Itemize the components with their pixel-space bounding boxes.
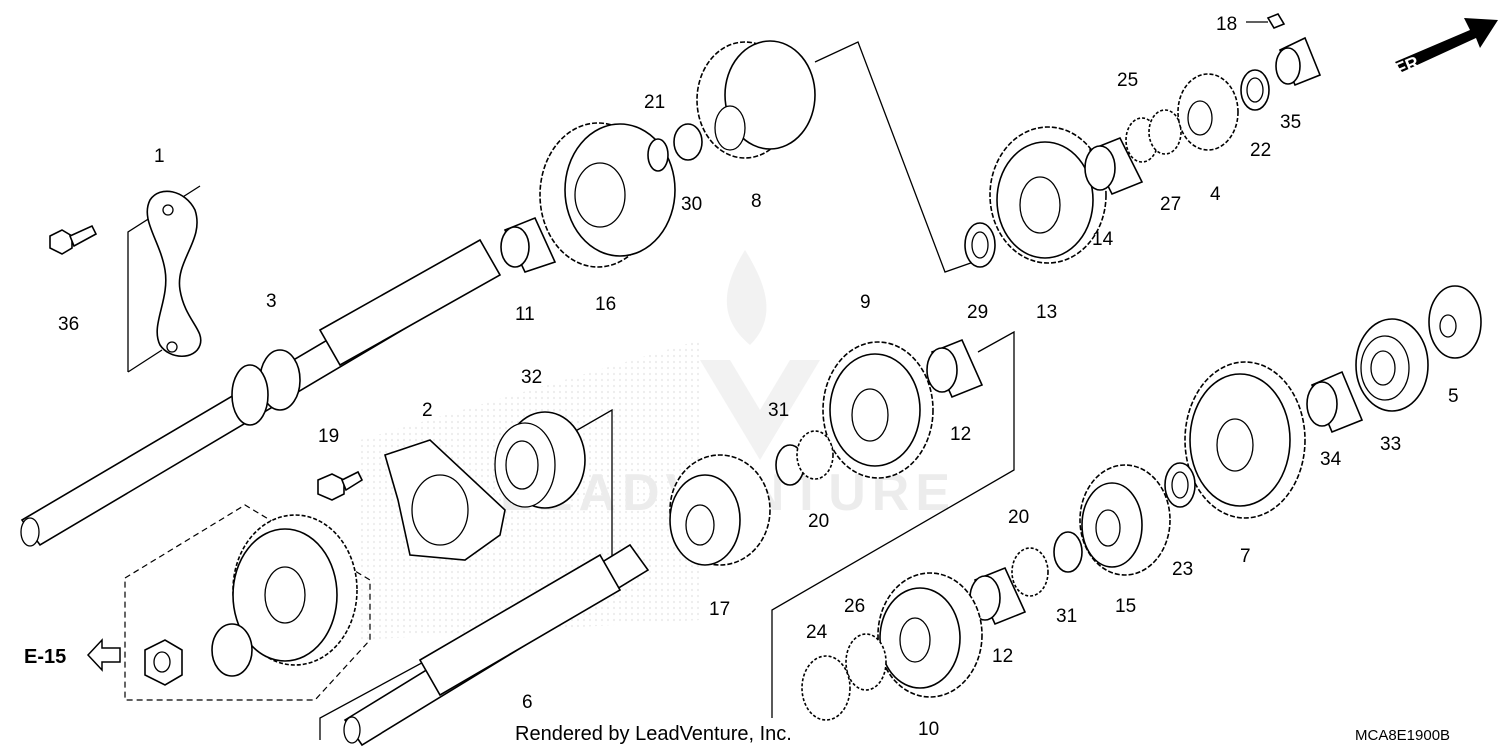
ring-21: [647, 138, 669, 172]
part-label-14: 14: [1092, 229, 1114, 250]
diagram-code: MCA8E1900B: [1355, 727, 1450, 744]
part-label-7: 7: [1240, 546, 1251, 567]
part-label-5: 5: [1448, 386, 1459, 407]
bracket-plate: [146, 190, 202, 358]
part-label-12-lower: 12: [992, 646, 1013, 667]
part-label-17: 17: [709, 599, 730, 620]
part-label-23: 23: [1172, 559, 1193, 580]
washer-20-upper: [796, 430, 834, 480]
part-label-3: 3: [266, 291, 277, 312]
washer-27: [1148, 109, 1182, 155]
needle-bearing-12-upper: [926, 338, 984, 399]
washer-24: [801, 655, 851, 721]
part-label-15: 15: [1115, 596, 1136, 617]
part-label-21: 21: [644, 92, 665, 113]
part-label-12-upper: 12: [950, 424, 971, 445]
washer-20-lower: [1011, 547, 1049, 597]
gear-7: [1184, 361, 1306, 519]
part-label-1: 1: [154, 146, 165, 167]
gear-9: [822, 341, 934, 479]
reference-label: E-15: [24, 646, 66, 668]
gear-17: [669, 454, 771, 566]
washer-22: [1240, 69, 1270, 111]
part-label-19: 19: [318, 426, 339, 447]
reference-arrow-icon: [86, 638, 121, 672]
gear-4: [1177, 73, 1239, 151]
part-label-36: 36: [58, 314, 79, 335]
reference-e15[interactable]: E-15: [24, 638, 121, 672]
part-label-9: 9: [860, 292, 871, 313]
pin-18: [1266, 13, 1286, 29]
washer-30: [673, 123, 703, 161]
front-direction-arrow: FR.: [1392, 18, 1498, 80]
part-label-13: 13: [1036, 302, 1057, 323]
bearing-33: [1355, 318, 1429, 412]
bushing-11: [500, 216, 557, 273]
part-label-20-lower: 20: [1008, 507, 1029, 528]
part-label-24: 24: [806, 622, 828, 643]
part-label-31-lower: 31: [1056, 606, 1077, 627]
part-label-32: 32: [521, 367, 542, 388]
primary-driven-gear: [144, 514, 358, 686]
bolt-19: [317, 470, 364, 501]
needle-bearing-12-lower: [969, 566, 1027, 626]
gear-10: [877, 572, 983, 698]
part-label-26: 26: [844, 596, 865, 617]
part-label-2: 2: [422, 400, 433, 421]
part-label-25: 25: [1117, 70, 1138, 91]
needle-bearing-35: [1275, 36, 1322, 87]
part-label-10: 10: [918, 719, 939, 740]
credit-text: Rendered by LeadVenture, Inc.: [515, 723, 792, 745]
part-label-30: 30: [681, 194, 702, 215]
part-label-6: 6: [522, 692, 533, 713]
main-shaft: [20, 238, 502, 547]
gear-15: [1079, 464, 1171, 576]
washer-26: [845, 633, 887, 691]
washer-29: [964, 222, 996, 268]
cap-5: [1428, 285, 1482, 359]
bolt-36: [49, 224, 98, 255]
part-label-34: 34: [1320, 449, 1342, 470]
part-labels: 1 2 3 4 5 6 7 8 9 10 11 12 12 13 14 15 1…: [58, 14, 1459, 740]
part-label-31-upper: 31: [768, 400, 789, 421]
snap-ring-31-lower: [1053, 531, 1083, 573]
part-label-20-upper: 20: [808, 511, 829, 532]
bushing-14: [1084, 136, 1144, 196]
part-label-8: 8: [751, 191, 762, 212]
part-label-27: 27: [1160, 194, 1181, 215]
gear-13: [989, 126, 1107, 264]
needle-bearing-34: [1306, 370, 1364, 434]
bearing-32: [494, 411, 586, 509]
part-label-18: 18: [1216, 14, 1237, 35]
part-label-4: 4: [1210, 184, 1221, 205]
part-label-11: 11: [515, 304, 535, 325]
part-label-35: 35: [1280, 112, 1301, 133]
countershaft: [343, 543, 650, 747]
gear-8: [696, 40, 816, 159]
washer-23: [1164, 462, 1196, 508]
part-label-22: 22: [1250, 140, 1271, 161]
part-label-29: 29: [967, 302, 988, 323]
part-label-33: 33: [1380, 434, 1401, 455]
part-label-16: 16: [595, 294, 616, 315]
